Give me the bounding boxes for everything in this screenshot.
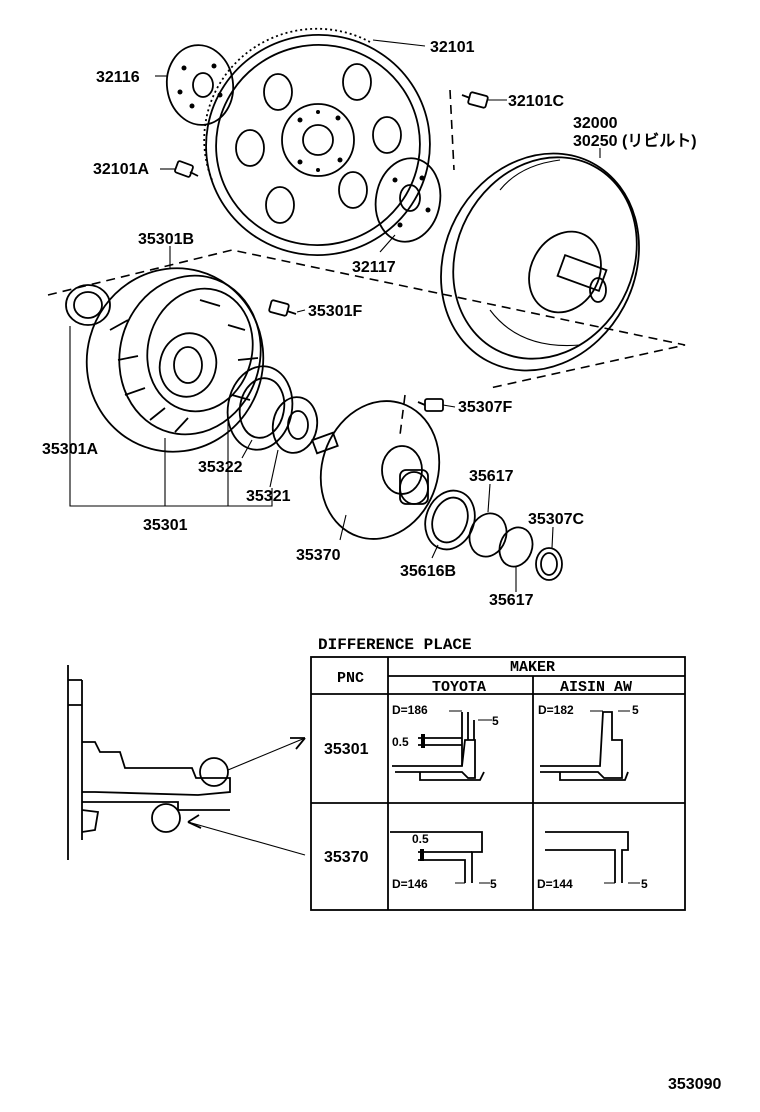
sketch-r2-toyota <box>390 831 490 884</box>
callout-35301a: 35301A <box>42 441 98 458</box>
table-row2-pnc: 35370 <box>324 849 369 866</box>
difference-table <box>310 656 686 911</box>
alignment-dashed-frame <box>47 249 686 389</box>
difference-title: DIFFERENCE PLACE <box>318 636 472 654</box>
r2-toyota-diameter: D=146 <box>392 877 428 891</box>
callout-30250: 30250 (リビルト) <box>573 132 697 150</box>
bolt-32101a <box>174 160 199 178</box>
bolt-32101c <box>461 91 489 109</box>
callout-35322: 35322 <box>198 459 243 476</box>
callout-35301: 35301 <box>143 517 188 534</box>
r2-toyota-thickness: 0.5 <box>412 832 429 846</box>
callout-32000: 32000 <box>573 115 618 132</box>
callout-35321: 35321 <box>246 488 291 505</box>
table-header-toyota: TOYOTA <box>432 679 486 696</box>
r1-toyota-diameter: D=186 <box>392 703 428 717</box>
figure-code: 353090 <box>668 1076 721 1093</box>
torque-converter <box>440 152 640 372</box>
pump-drive-gear-35321 <box>271 396 319 454</box>
callout-32116: 32116 <box>96 69 140 86</box>
callout-35307f: 35307F <box>458 399 512 416</box>
spacer-plate-32116 <box>165 44 235 126</box>
flywheel-drive-plate <box>203 27 431 256</box>
r1-aisin-width: 5 <box>632 703 639 717</box>
ring-35617-upper <box>468 512 508 558</box>
ring-35617-lower <box>498 526 534 568</box>
stator-support <box>311 400 441 540</box>
callout-32101: 32101 <box>430 39 475 56</box>
callout-35301f: 35301F <box>308 303 362 320</box>
sketch-r2-aisin <box>545 831 640 884</box>
r2-aisin-width: 5 <box>641 877 648 891</box>
section-sketch <box>67 665 306 860</box>
callout-32117: 32117 <box>352 259 396 276</box>
seal-35307c <box>535 547 563 581</box>
callout-32101a: 32101A <box>93 161 149 178</box>
r2-toyota-width: 5 <box>490 877 497 891</box>
callout-35617-upper: 35617 <box>469 468 514 485</box>
callout-35370: 35370 <box>296 547 341 564</box>
r2-aisin-diameter: D=144 <box>537 877 573 891</box>
table-header-maker: MAKER <box>510 659 555 676</box>
callout-35616b: 35616B <box>400 563 456 580</box>
r1-aisin-diameter: D=182 <box>538 703 574 717</box>
sketch-r1-aisin <box>540 710 630 781</box>
callout-32101c: 32101C <box>508 93 564 110</box>
callout-35617-lower: 35617 <box>489 592 534 609</box>
r1-toyota-width: 5 <box>492 714 499 728</box>
alignment-dashed-bolt <box>449 89 455 171</box>
pump-driven-gear-35322 <box>226 365 294 451</box>
r1-toyota-thickness: 0.5 <box>392 735 409 749</box>
oil-pump-body <box>85 267 265 453</box>
alignment-dashed-stator <box>399 394 406 436</box>
table-row1-pnc: 35301 <box>324 741 369 758</box>
table-header-pnc: PNC <box>337 670 364 687</box>
bolt-35307f <box>417 398 444 412</box>
bolt-35301f <box>268 299 297 317</box>
ring-35616b <box>424 489 476 551</box>
table-header-aisin: AISIN AW <box>560 679 632 696</box>
callout-35301b: 35301B <box>138 231 194 248</box>
oil-seal-35301a <box>65 284 111 326</box>
leader-lines <box>69 39 601 592</box>
spacer-plate-32117 <box>374 157 442 243</box>
sketch-r1-toyota <box>392 710 492 781</box>
callout-35307c: 35307C <box>528 511 584 528</box>
